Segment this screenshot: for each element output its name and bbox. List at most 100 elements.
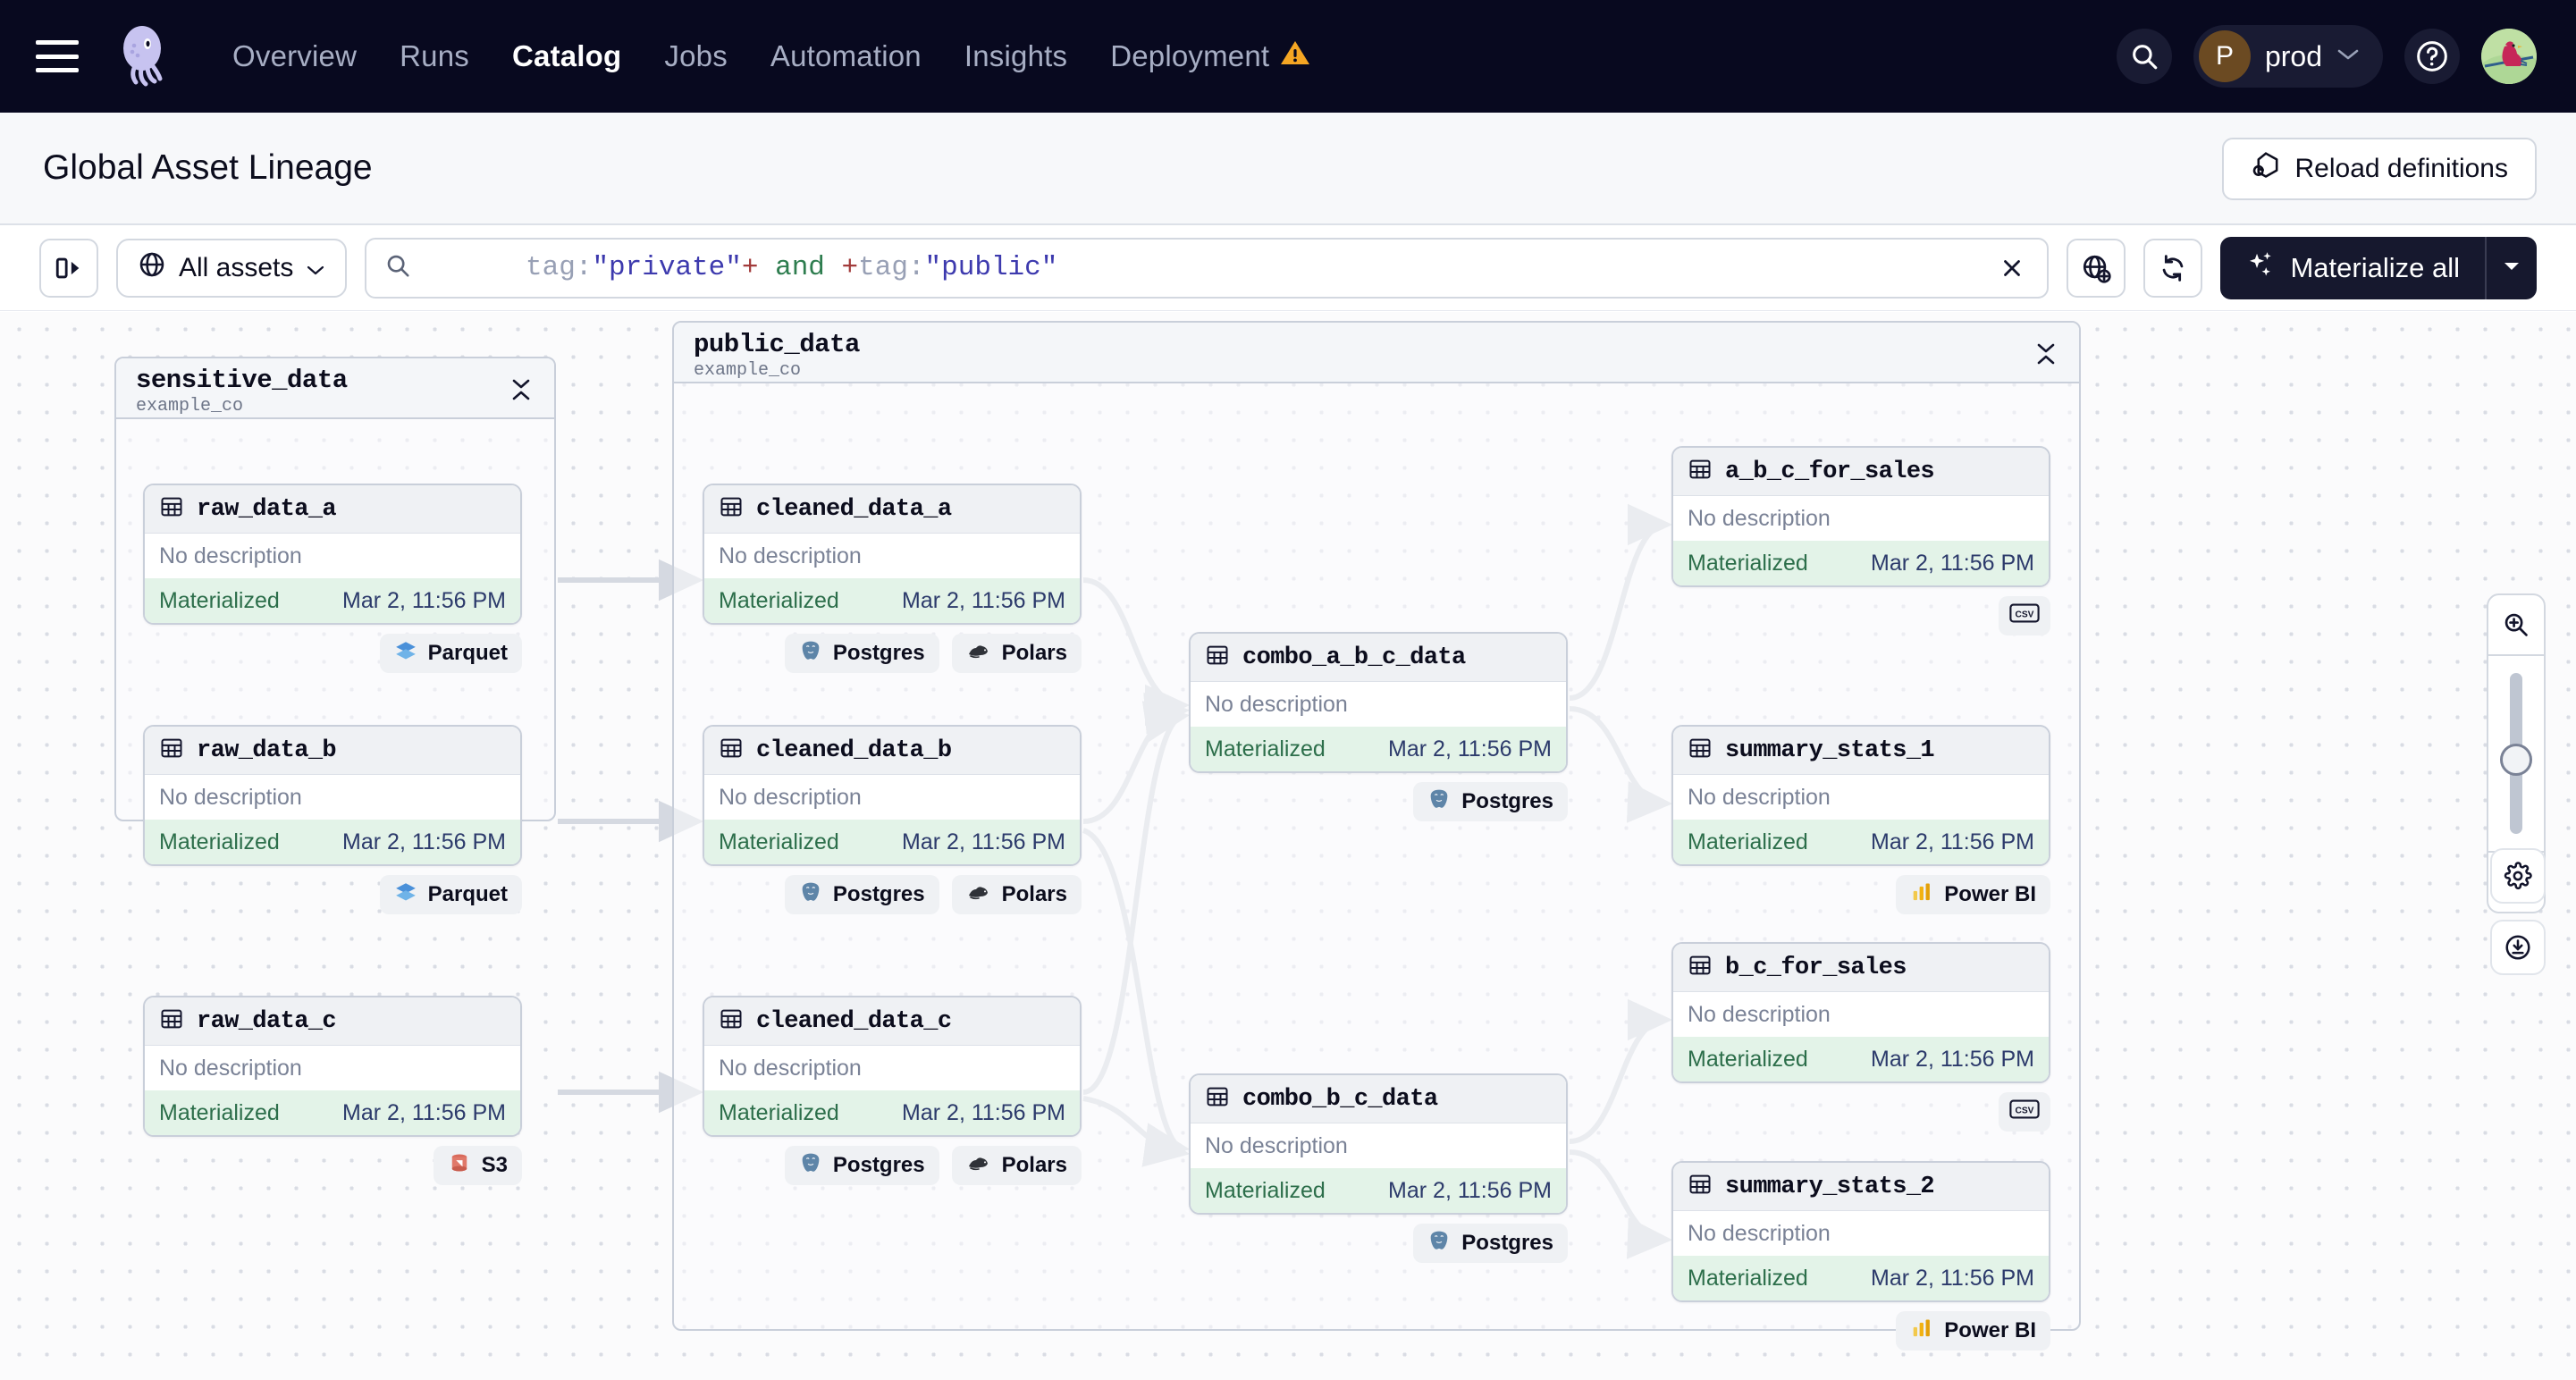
asset-node-tag-row: Postgres Polars: [703, 634, 1082, 673]
refresh-icon[interactable]: [2143, 238, 2203, 298]
asset-tag-s3[interactable]: S3: [433, 1146, 522, 1185]
asset-tag-polars[interactable]: Polars: [951, 1146, 1082, 1185]
asset-node-name: a_b_c_for_sales: [1725, 458, 1935, 485]
download-icon[interactable]: [2490, 920, 2546, 975]
dagster-logo-icon[interactable]: [111, 21, 181, 91]
nav-link-deployment[interactable]: Deployment: [1110, 39, 1310, 73]
gear-icon[interactable]: [2490, 848, 2546, 904]
main-nav-links: Overview Runs Catalog Jobs Automation In…: [232, 39, 1310, 73]
asset-scope-selector[interactable]: All assets: [116, 238, 348, 298]
asset-node-tag-row: Postgres: [1189, 1224, 1568, 1263]
parquet-icon: [394, 639, 417, 669]
chevron-down-icon: [2336, 47, 2360, 66]
nav-link-runs[interactable]: Runs: [400, 39, 469, 72]
reload-definitions-button[interactable]: Reload definitions: [2221, 138, 2537, 200]
zoom-in-icon[interactable]: [2488, 595, 2544, 654]
lineage-graph-canvas[interactable]: sensitive_data example_co public_data ex…: [0, 312, 2576, 1380]
deployment-switcher[interactable]: P prod: [2193, 25, 2383, 88]
asset-tag-label: Postgres: [832, 882, 925, 906]
nav-link-catalog[interactable]: Catalog: [511, 39, 622, 72]
nav-link-overview[interactable]: Overview: [232, 39, 358, 72]
collapse-icon[interactable]: [508, 374, 535, 405]
asset-node-name: raw_data_c: [197, 1007, 337, 1035]
materialization-timestamp: Mar 2, 11:56 PM: [902, 1099, 1065, 1125]
globe-icon: [138, 250, 166, 286]
search-icon[interactable]: [2116, 29, 2172, 84]
s3-icon: [448, 1151, 471, 1181]
postgres-icon: [799, 1151, 822, 1181]
polars-icon: [966, 1151, 991, 1181]
asset-tag-power-bi[interactable]: Power BI: [1896, 1311, 2050, 1351]
materialization-timestamp: Mar 2, 11:56 PM: [342, 587, 506, 613]
close-icon[interactable]: [1990, 246, 2034, 290]
asset-node-description: No description: [1673, 1211, 2049, 1256]
asset-tag-label: Parquet: [427, 882, 508, 906]
deployment-label: prod: [2264, 39, 2322, 72]
asset-tag-postgres[interactable]: Postgres: [1413, 782, 1568, 821]
reload-box-icon: [2251, 150, 2281, 188]
avatar[interactable]: [2481, 29, 2537, 84]
asset-tag-label: Parquet: [427, 641, 508, 665]
zoom-slider[interactable]: [2488, 654, 2544, 853]
materialization-timestamp: Mar 2, 11:56 PM: [1871, 829, 2034, 854]
postgres-icon: [799, 639, 822, 669]
asset-tag-label: Postgres: [1461, 789, 1553, 813]
asset-tag-power-bi[interactable]: Power BI: [1896, 875, 2050, 914]
csv-icon: CSV: [2009, 1098, 2040, 1126]
asset-node-header: summary_stats_1: [1673, 727, 2049, 775]
asset-tag-parquet[interactable]: Parquet: [379, 875, 522, 914]
materialize-all-button[interactable]: Materialize all: [2220, 236, 2537, 299]
asset-tag-postgres[interactable]: Postgres: [784, 634, 939, 673]
collapse-icon[interactable]: [2033, 339, 2059, 369]
nav-link-jobs[interactable]: Jobs: [664, 39, 728, 72]
asset-node-header: cleaned_data_c: [704, 997, 1080, 1046]
asset-group-subtitle: example_co: [136, 396, 244, 417]
asset-tag-postgres[interactable]: Postgres: [1413, 1224, 1568, 1263]
asset-selection-search[interactable]: tag:"private"+ and +tag:"public": [365, 237, 2050, 299]
zoom-slider-thumb[interactable]: [2500, 744, 2532, 776]
panel-expand-icon[interactable]: [39, 238, 98, 298]
hamburger-icon[interactable]: [36, 40, 79, 72]
materialize-all-label: Materialize all: [2290, 251, 2460, 283]
table-icon: [1688, 457, 1713, 486]
nav-link-deployment-label: Deployment: [1110, 39, 1270, 72]
asset-tag-postgres[interactable]: Postgres: [784, 1146, 939, 1185]
asset-tag-polars[interactable]: Polars: [951, 875, 1082, 914]
asset-tag-parquet[interactable]: Parquet: [379, 634, 522, 673]
materialize-all-main[interactable]: Materialize all: [2220, 237, 2485, 299]
search-input[interactable]: tag:"private"+ and +tag:"public": [526, 252, 1058, 283]
asset-node-header: combo_a_b_c_data: [1191, 634, 1566, 682]
asset-node-header: cleaned_data_a: [704, 485, 1080, 534]
status-badge: Materialized: [159, 829, 280, 854]
nav-link-automation[interactable]: Automation: [770, 39, 922, 72]
nav-link-insights[interactable]: Insights: [964, 39, 1068, 72]
asset-group-subtitle: example_co: [694, 360, 802, 381]
table-icon: [719, 736, 744, 765]
materialize-dropdown-toggle[interactable]: [2485, 236, 2537, 299]
help-circle-icon[interactable]: [2404, 29, 2460, 84]
asset-tag-csv[interactable]: CSV: [1999, 596, 2050, 635]
asset-tag-polars[interactable]: Polars: [951, 634, 1082, 673]
globe-plus-icon[interactable]: [2067, 238, 2126, 298]
asset-group-header: public_data example_co: [674, 323, 2079, 383]
asset-tag-label: Postgres: [832, 1153, 925, 1177]
asset-tag-label: Power BI: [1944, 882, 2036, 906]
asset-tag-postgres[interactable]: Postgres: [784, 875, 939, 914]
asset-tag-csv[interactable]: CSV: [1999, 1092, 2050, 1132]
